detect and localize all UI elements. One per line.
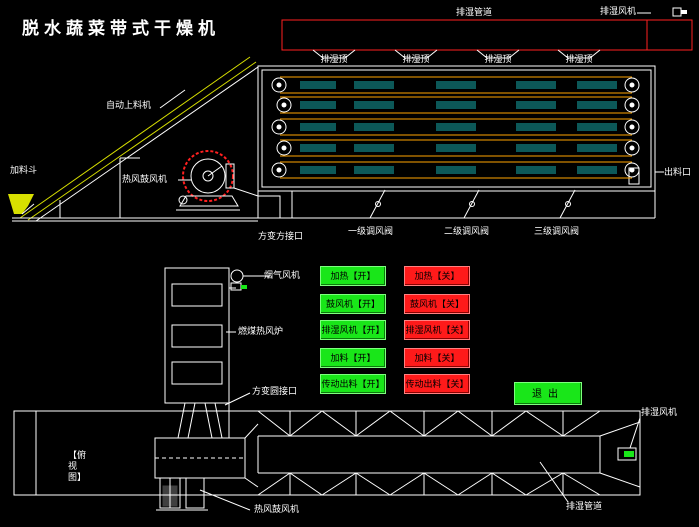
exhaust-fan-off-button[interactable]: 排湿风机【关】	[404, 320, 470, 340]
blower-on-button[interactable]: 鼓风机【开】	[320, 294, 386, 314]
heat-on-button[interactable]: 加热【开】	[320, 266, 386, 286]
truss-member	[321, 472, 357, 496]
roller-hub	[276, 124, 282, 130]
blower-off-button[interactable]: 鼓风机【关】	[404, 294, 470, 314]
truss-member	[257, 410, 291, 437]
flue-fan-label: 烟气风机	[264, 271, 301, 281]
roller-icon	[271, 162, 287, 178]
bottom-blower-label: 热风鼓风机	[254, 505, 300, 515]
roller-hub	[281, 145, 287, 151]
square-joint-label: 方变方接口	[258, 232, 304, 242]
bottom-blower-icon	[156, 477, 208, 511]
truss-member	[257, 472, 291, 496]
truss-member	[562, 472, 601, 496]
vent-label-2: 排湿顶	[402, 55, 430, 65]
vent-label-3: 排湿顶	[484, 55, 512, 65]
vent-label-1: 排湿顶	[320, 55, 348, 65]
roller-hub	[629, 102, 635, 108]
roller-hub	[276, 167, 282, 173]
roller-icon	[624, 119, 640, 135]
vent-label-4: 排湿顶	[565, 55, 593, 65]
truss-member	[355, 410, 391, 437]
round-joint-label: 方变圆接口	[252, 387, 298, 397]
belt-layers	[271, 76, 640, 179]
exit-button[interactable]: 退出	[514, 382, 582, 405]
truss-member	[525, 472, 564, 496]
bottom-truss	[257, 410, 601, 496]
truss-member	[457, 410, 493, 437]
vent-hoods	[312, 49, 601, 59]
truss-member	[562, 410, 601, 437]
feed-off-button[interactable]: 加料【关】	[404, 348, 470, 368]
roller-icon	[271, 77, 287, 93]
truss-member	[457, 472, 493, 496]
truss-member	[289, 410, 323, 437]
roller-hub	[629, 145, 635, 151]
feed-on-button[interactable]: 加料【开】	[320, 348, 386, 368]
hopper-shape	[8, 194, 35, 215]
roller-icon	[624, 140, 640, 156]
exhaust-fan-icon	[672, 7, 687, 17]
flue-fan-icon	[230, 269, 262, 291]
auto-feeder-conveyor	[12, 56, 259, 222]
roller-hub	[281, 102, 287, 108]
roller-icon	[276, 140, 292, 156]
side-view-label: 【俯视图】	[68, 451, 87, 483]
heat-off-button[interactable]: 加热【关】	[404, 266, 470, 286]
drive-discharge-off-button[interactable]: 传动出料【关】	[404, 374, 470, 394]
hot-air-blower	[176, 150, 259, 211]
truss-member	[321, 410, 357, 437]
drive-discharge-on-button[interactable]: 传动出料【开】	[320, 374, 386, 394]
truss-member	[423, 472, 459, 496]
truss-member	[389, 410, 425, 437]
damper2-label: 二级调风阀	[444, 227, 490, 237]
exhaust-fan-on-button[interactable]: 排湿风机【开】	[320, 320, 386, 340]
truss-member	[289, 472, 323, 496]
roller-hub	[629, 124, 635, 130]
roller-icon	[276, 97, 292, 113]
truss-member	[389, 472, 425, 496]
leader-lines	[159, 12, 664, 511]
exhaust-duct-top	[281, 19, 693, 51]
roller-hub	[629, 167, 635, 173]
roller-icon	[624, 77, 640, 93]
bottom-exhaust-fan-label: 排湿风机	[641, 408, 678, 418]
roller-hub	[629, 82, 635, 88]
exhaust-duct-label: 排湿管道	[456, 8, 493, 18]
furnace-stack	[164, 267, 236, 439]
dampers	[369, 189, 576, 219]
truss-member	[491, 472, 527, 496]
bottom-exhaust-duct-label: 排湿管道	[566, 502, 603, 512]
bottom-duct	[13, 410, 641, 496]
auto-feeder-label: 自动上料机	[106, 101, 152, 111]
roller-hub	[276, 82, 282, 88]
truss-member	[491, 410, 527, 437]
roller-icon	[624, 162, 640, 178]
truss-member	[525, 410, 564, 437]
roller-icon	[271, 119, 287, 135]
bottom-exhaust-fan-icon	[617, 447, 637, 461]
dryer-body	[257, 65, 656, 219]
damper1-label: 一级调风阀	[348, 227, 394, 237]
page-title: 脱水蔬菜带式干燥机	[22, 19, 220, 39]
hot-air-blower-label: 热风鼓风机	[122, 175, 168, 185]
outlet-label: 出料口	[664, 168, 692, 178]
truss-member	[355, 472, 391, 496]
damper3-label: 三级调风阀	[534, 227, 580, 237]
hopper-label: 加料斗	[10, 166, 38, 176]
exhaust-fan-label: 排湿风机	[600, 7, 637, 17]
truss-member	[423, 410, 459, 437]
roller-icon	[624, 97, 640, 113]
coal-furnace-label: 燃煤热风炉	[238, 327, 284, 337]
